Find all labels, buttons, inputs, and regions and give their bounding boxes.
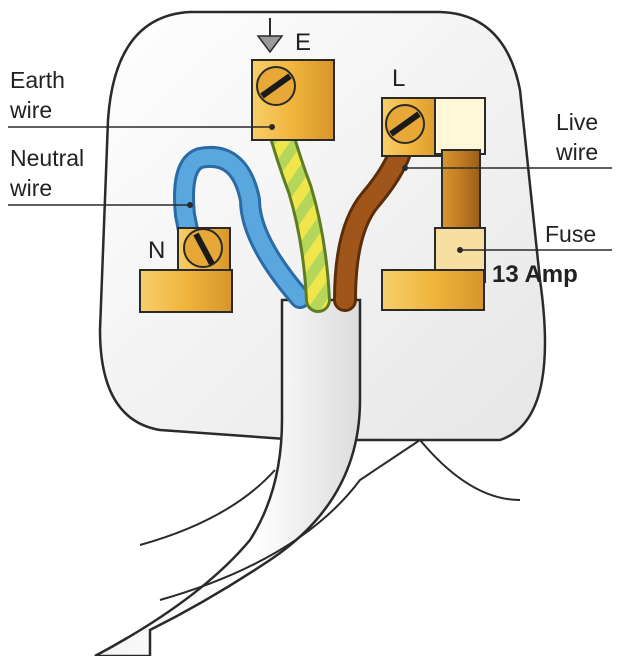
neutral-wire-label-line1: Neutral: [10, 145, 84, 171]
fuse-body: [441, 149, 481, 233]
live-wire-label-line1: Live: [556, 109, 598, 135]
neutral-terminal-label: N: [148, 237, 165, 264]
live-leader-dot: [402, 165, 408, 171]
neutral-wire-label-line2: wire: [9, 175, 52, 201]
live-terminal-label: L: [392, 65, 405, 92]
earth-terminal-label: E: [295, 29, 311, 56]
earth-screw-slot: [260, 73, 292, 99]
earth-leader-dot: [269, 124, 275, 130]
live-screw-slot: [389, 111, 421, 137]
fuse-rating-label: 13 Amp: [492, 261, 578, 288]
neutral-leader-dot: [187, 202, 193, 208]
neutral-wire-core: [176, 148, 308, 306]
neutral-screw-slot: [193, 232, 215, 266]
fuse-leader-dot: [457, 247, 463, 253]
earth-arrow-head: [256, 35, 284, 54]
live-pin-base: [381, 269, 485, 311]
cable-outline-lower: [139, 469, 276, 546]
cable-sheath: [94, 298, 362, 656]
neutral-pin-base: [139, 269, 233, 313]
earth-wire-label-line1: Earth: [10, 67, 65, 93]
earth-wire-label-line2: wire: [9, 97, 52, 123]
cable-lower-band: [159, 438, 521, 601]
live-wire-label-line2: wire: [555, 139, 598, 165]
fuse-top-clip: [434, 97, 486, 155]
fuse-label: Fuse: [545, 221, 596, 247]
